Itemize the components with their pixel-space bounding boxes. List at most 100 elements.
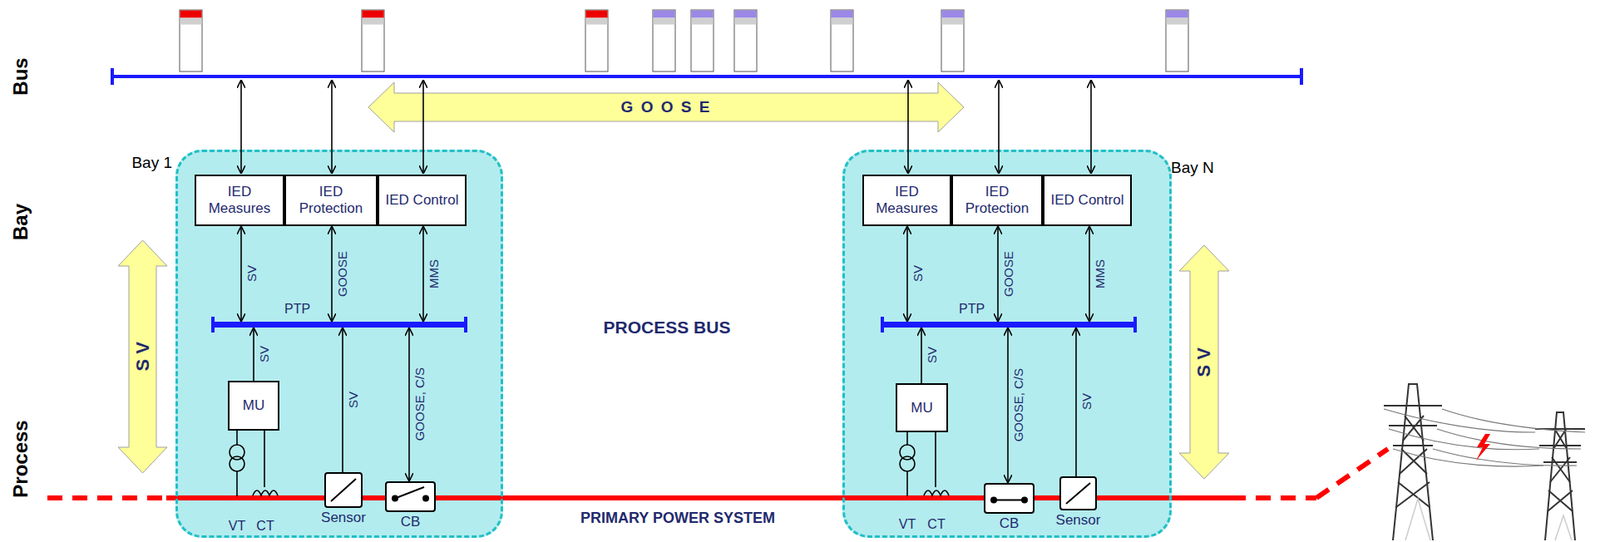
cb-symbol xyxy=(386,483,435,511)
connector xyxy=(422,226,425,322)
ied-node: IED Protection xyxy=(951,174,1043,227)
connector xyxy=(252,327,255,381)
station-device xyxy=(1165,9,1189,72)
merging-unit-name: MU xyxy=(242,397,265,415)
ptp-node: PTP xyxy=(211,321,468,328)
station-link xyxy=(422,79,425,174)
connector xyxy=(997,226,999,322)
connector xyxy=(1088,226,1091,322)
ied-name: IED Measures xyxy=(199,183,280,217)
lightning-bolt xyxy=(1476,434,1491,461)
station-link xyxy=(240,79,242,174)
signal-label: MMS xyxy=(426,259,441,289)
sensor-node: Sensor xyxy=(1059,476,1097,511)
mu-node: MU xyxy=(895,383,949,433)
diagram-label: VT xyxy=(228,518,246,534)
signal-label: GOOSE, C/S xyxy=(412,367,427,441)
connector xyxy=(1007,327,1009,484)
sensor-name: Sensor xyxy=(1056,512,1102,529)
ied-name: IED Measures xyxy=(867,183,947,217)
sensor-slash xyxy=(1066,483,1091,504)
ied-node: IED Measures xyxy=(862,174,952,227)
station-link xyxy=(997,79,1000,174)
arrow-label: S V xyxy=(1193,347,1215,377)
breaker-name: CB xyxy=(999,515,1020,533)
ied-node: IED Control xyxy=(1042,174,1132,227)
signal-label: GOOSE, C/S xyxy=(1011,368,1026,442)
bus-name: PTP xyxy=(958,301,985,317)
bus-cap xyxy=(1299,68,1304,85)
ied-name: IED Protection xyxy=(956,183,1038,217)
station-device xyxy=(361,9,385,72)
sensor-node: Sensor xyxy=(324,472,363,509)
arrow-label: S V xyxy=(132,341,154,371)
signal-label: SV xyxy=(345,391,361,409)
connector xyxy=(408,327,410,482)
diagram-label: CT xyxy=(256,518,274,534)
signal-label: SV xyxy=(910,265,925,282)
ied-name: IED Control xyxy=(385,192,460,209)
bus-cap xyxy=(110,68,114,85)
breaker-blade xyxy=(395,487,425,499)
primary-line xyxy=(1316,449,1388,499)
station-device xyxy=(734,9,757,72)
cb-node: CB xyxy=(385,481,436,513)
sensor-symbol xyxy=(325,474,361,507)
signal-label: SV xyxy=(924,346,939,364)
arrow-label: G O O S E xyxy=(621,98,712,117)
station-device xyxy=(652,9,676,72)
breaker-name: CB xyxy=(400,513,421,531)
connector xyxy=(1075,327,1077,477)
breaker-blade xyxy=(993,499,1025,502)
ied-node: IED Control xyxy=(377,174,467,227)
sensor-slash xyxy=(330,479,356,502)
ied-node: IED Measures xyxy=(194,174,285,227)
bay-fill xyxy=(842,149,1172,539)
primary-line xyxy=(47,495,167,501)
signal-label: SV xyxy=(256,345,272,363)
cb-node: CB xyxy=(983,483,1035,514)
diagram-label: CT xyxy=(927,517,945,533)
bay-node: Bay NIED MeasuresIED ProtectionIED Contr… xyxy=(842,149,1172,539)
sensor-name: Sensor xyxy=(320,509,366,527)
breaker-contact xyxy=(422,495,430,503)
connector xyxy=(240,226,242,322)
bus-end-cap xyxy=(1133,316,1137,333)
bay-node: Bay 1IED MeasuresIED ProtectionIED Contr… xyxy=(175,149,504,539)
signal-label: SV xyxy=(1079,393,1094,410)
station-link xyxy=(907,79,909,174)
bus-end-cap xyxy=(211,316,215,333)
signal-label: SV xyxy=(244,265,259,282)
station-device xyxy=(179,9,203,72)
connector xyxy=(341,327,344,473)
ied-node: IED Protection xyxy=(284,174,378,227)
sensor-symbol xyxy=(1061,478,1096,509)
signal-label: GOOSE xyxy=(1001,251,1016,297)
primary-line xyxy=(1230,495,1317,501)
station-device xyxy=(830,9,854,72)
layer-label: Bay xyxy=(9,203,33,241)
diagram-label: VT xyxy=(898,517,916,533)
layer-label: Process xyxy=(9,419,33,498)
layer-label: Bus xyxy=(9,57,33,95)
ptp-node: PTP xyxy=(880,321,1137,328)
block-arrow xyxy=(1179,245,1230,480)
bay-heading: Bay N xyxy=(1170,158,1215,178)
ied-name: IED Control xyxy=(1051,192,1125,209)
block-arrow xyxy=(368,82,964,133)
arrowV-node: S V xyxy=(117,239,168,475)
connector xyxy=(906,226,909,322)
connector xyxy=(330,226,333,322)
bus-end-cap xyxy=(880,316,884,333)
station-device xyxy=(691,9,714,72)
signal-label: MMS xyxy=(1092,259,1107,289)
station-device xyxy=(585,9,608,72)
arrowH-node: G O O S E xyxy=(367,81,965,134)
cb-symbol xyxy=(985,484,1033,513)
block-arrow xyxy=(118,240,168,474)
bay-heading: Bay 1 xyxy=(131,153,173,173)
